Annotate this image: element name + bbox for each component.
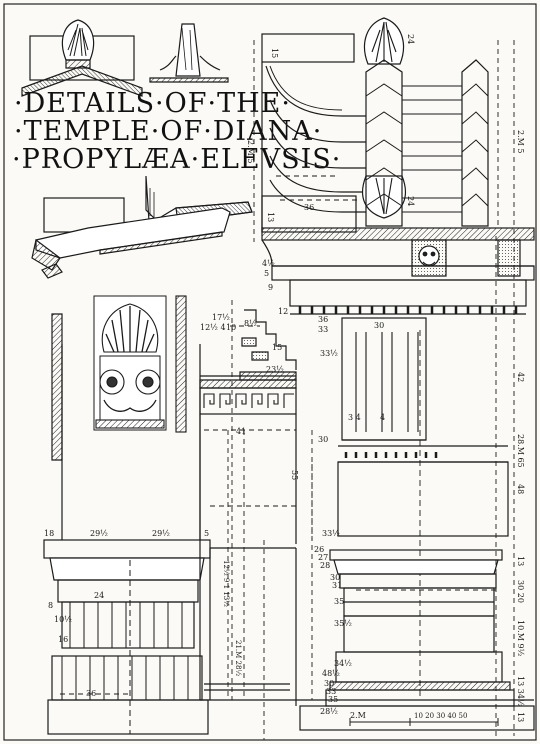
dim-17half: 17½	[212, 313, 230, 322]
dim-13: 13	[266, 212, 275, 222]
dim-30c: 30	[330, 573, 340, 582]
dim-24-top: 24	[406, 34, 415, 44]
dim-12: 12	[278, 307, 288, 316]
center-pier	[200, 414, 297, 706]
dim-15c: 15	[272, 343, 282, 352]
step-profile	[200, 309, 297, 381]
dim-29half-b: 29½	[152, 529, 170, 538]
cornice-section	[31, 175, 253, 279]
dimension-labels: 15 24 2.M 5 2.M 5 24 13 36 4½ 5 9 12 36 …	[44, 34, 525, 722]
dim-33: 33	[318, 325, 328, 334]
dim-35b: 35	[328, 695, 338, 704]
antefix-front	[93, 295, 187, 433]
dim-scale-ticks: 10 20 30 40 50	[414, 712, 467, 720]
dim-26: 26	[314, 545, 324, 554]
dim-18: 18	[44, 529, 54, 538]
dim-24c: 24	[94, 591, 104, 600]
left-capital-elevation	[43, 313, 211, 735]
scale-bar	[349, 718, 499, 726]
right-capital	[296, 549, 535, 731]
dim-29half-a: 29½	[90, 529, 108, 538]
dim-31: 31	[332, 581, 342, 590]
dim-30d: 30	[324, 679, 334, 688]
dim-30a: 30	[374, 321, 384, 330]
dim-12half4: 12½ 4	[200, 323, 226, 332]
dim-10: 10	[226, 323, 236, 332]
dim-10half: 10½	[54, 615, 72, 624]
dim-35: 35	[334, 597, 344, 606]
dim-36b: 36	[318, 315, 328, 324]
dim-55: 55	[290, 470, 299, 480]
dim-8half: 8½	[244, 319, 257, 328]
sheet-border	[3, 3, 537, 741]
dim-48: 48	[516, 484, 525, 494]
dim-13b: 13	[516, 712, 525, 722]
dim-13-34half: 13 34½	[516, 676, 525, 707]
dim-30-20: 30 20	[516, 580, 525, 603]
dim-8: 8	[48, 601, 53, 610]
dim-28: 28	[320, 561, 330, 570]
dim-13c: 13	[516, 556, 525, 566]
dim-24-mid: 24	[406, 196, 415, 206]
dim-4: 4	[380, 413, 385, 422]
title-line-2: ·TEMPLE·OF·DIANA·	[14, 116, 322, 147]
dim-36: 36	[304, 203, 314, 212]
dim-23half: 23½	[266, 365, 284, 374]
title-line-1: ·DETAILS·OF·THE·	[14, 88, 291, 119]
dim-4half: 4½	[262, 259, 275, 268]
dim-34half: 34½	[334, 659, 352, 668]
dim-33c: 33½	[322, 529, 340, 538]
dimension-lines	[60, 40, 515, 740]
dim-2m5-right: 2.M 5	[516, 130, 525, 153]
triglyph-frieze	[337, 317, 509, 700]
dim-48half: 48½	[322, 669, 340, 678]
dim-36c: 36	[86, 689, 96, 698]
dim-3-4: 3 4	[348, 413, 361, 422]
dim-9: 9	[268, 283, 273, 292]
right-entablature	[261, 17, 535, 315]
dim-27: 27	[318, 553, 328, 562]
dim-30b: 30	[318, 435, 328, 444]
dim-5: 5	[264, 269, 269, 278]
dim-16: 16	[58, 635, 68, 644]
dim-35half: 35½	[334, 619, 352, 628]
dim-41: 41	[236, 427, 246, 436]
dim-15: 15	[270, 48, 279, 58]
dim-42: 42	[516, 372, 525, 382]
dim-meter-scale-label: 2.M	[350, 711, 366, 720]
dim-28m65: 28.M 65	[516, 434, 525, 468]
dim-2m5-left: 2.M 5	[246, 140, 255, 163]
antefix-profile	[149, 23, 229, 83]
dim-33half: 33½	[320, 349, 338, 358]
dim-vertical-b: 12½ 9 1 13½	[222, 560, 230, 607]
meander-frieze	[199, 379, 297, 700]
title-line-3: ·PROPYLÆA·ELEVSIS·	[12, 144, 341, 175]
dim-vertical-a: 21.M 28½	[234, 640, 242, 676]
dim-28half: 28½	[320, 707, 338, 716]
dim-5b: 5	[204, 529, 209, 538]
dim-33b: 33	[326, 687, 336, 696]
antefix-corner-detail	[21, 19, 143, 97]
dim-10m9half: 10.M 9½	[516, 620, 525, 657]
